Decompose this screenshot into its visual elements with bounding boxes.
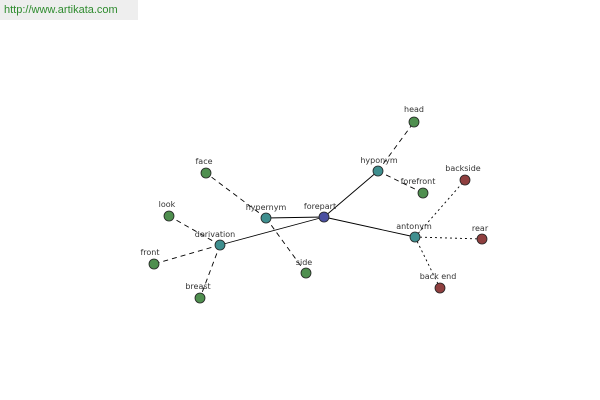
node-label-face[interactable]: face: [195, 157, 212, 166]
node-antonym-relation[interactable]: [409, 231, 421, 243]
edge-hypernym-face: [205, 172, 267, 219]
node-forepart-center[interactable]: [318, 211, 330, 223]
node-forefront-term[interactable]: [417, 187, 429, 199]
edge-forepart-hyponym: [323, 170, 379, 218]
node-label-look[interactable]: look: [159, 200, 176, 209]
node-look-term[interactable]: [163, 210, 175, 222]
node-label-head[interactable]: head: [404, 105, 424, 114]
node-hypernym-relation[interactable]: [260, 212, 272, 224]
node-rear-term[interactable]: [476, 233, 488, 245]
node-side-term[interactable]: [300, 267, 312, 279]
node-label-backside[interactable]: backside: [445, 164, 480, 173]
node-label-front[interactable]: front: [140, 248, 159, 257]
node-backside-term[interactable]: [459, 174, 471, 186]
edge-hyponym-head: [377, 121, 415, 172]
node-front-term[interactable]: [148, 258, 160, 270]
node-back-end-term[interactable]: [434, 282, 446, 294]
node-label-hyponym[interactable]: hyponym: [360, 156, 398, 165]
node-breast-term[interactable]: [194, 292, 206, 304]
node-label-forefront[interactable]: forefront: [401, 177, 436, 186]
edge-forepart-derivation: [219, 216, 325, 246]
node-label-breast[interactable]: breast: [185, 282, 210, 291]
edge-derivation-look: [168, 215, 221, 246]
node-label-rear[interactable]: rear: [472, 224, 489, 233]
edge-forepart-antonym: [323, 216, 416, 238]
edge-antonym-rear: [414, 236, 483, 240]
node-label-back-end[interactable]: back end: [420, 272, 457, 281]
node-derivation-relation[interactable]: [214, 239, 226, 251]
node-face-term[interactable]: [200, 167, 212, 179]
edge-derivation-front: [153, 244, 221, 265]
edge-derivation-breast: [199, 244, 221, 299]
site-url[interactable]: http://www.artikata.com: [0, 0, 138, 20]
node-head-term[interactable]: [408, 116, 420, 128]
node-label-forepart[interactable]: forepart: [304, 202, 336, 211]
node-label-derivation[interactable]: derivation: [195, 230, 235, 239]
node-label-side[interactable]: side: [296, 258, 312, 267]
edge-hypernym-side: [265, 217, 307, 274]
node-hyponym-relation[interactable]: [372, 165, 384, 177]
node-label-antonym[interactable]: antonym: [396, 222, 432, 231]
node-label-hypernym[interactable]: hypernym: [246, 203, 287, 212]
edge-forepart-hypernym: [265, 216, 325, 219]
